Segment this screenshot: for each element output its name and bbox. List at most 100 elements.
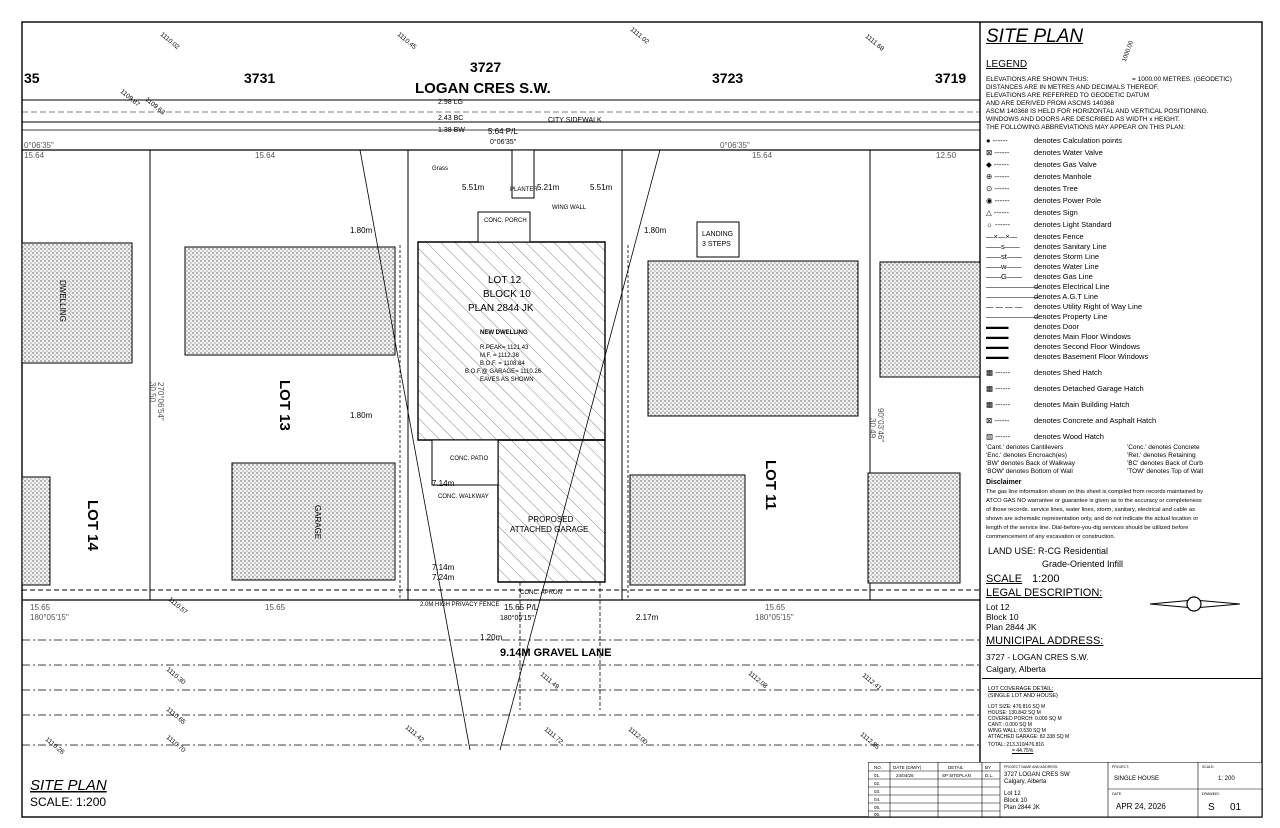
side-dim-2: 270°06'54" bbox=[156, 382, 165, 421]
second-floor-window-icon: ▬▬▬ bbox=[986, 341, 1009, 351]
main-floor-window-icon: ▬▬▬ bbox=[986, 331, 1009, 341]
depth-1: 5.51m bbox=[462, 183, 485, 192]
road-dim-bw: 1.38 BW bbox=[438, 127, 465, 134]
conc-apron-label: CONC. APRON bbox=[520, 590, 562, 596]
conc-patio bbox=[431, 439, 499, 486]
setback-2: 1.80m bbox=[350, 411, 373, 420]
address-3723: 3723 bbox=[712, 70, 743, 86]
abbrev-right: 'Conc.' denotes Concrete bbox=[1127, 444, 1200, 451]
legend-item: ———————denotes A.G.T Line bbox=[986, 291, 1099, 301]
tb-row-no: 02. bbox=[874, 781, 880, 786]
legend-item: ▬▬▬denotes Door bbox=[986, 321, 1080, 331]
tb-row1-by: D.L. bbox=[985, 773, 993, 778]
tb-date: APR 24, 2026 bbox=[1116, 802, 1166, 811]
municipal-line: Calgary, Alberta bbox=[986, 664, 1046, 674]
coverage-sub: (SINGLE LOT AND HOUSE) bbox=[988, 693, 1058, 699]
legend-note: ASCM 140368 IS HELD FOR HORIZONTAL AND V… bbox=[986, 108, 1209, 115]
legend-item: — — — —denotes Utility Right of Way Line bbox=[986, 301, 1143, 311]
garage-lot-10 bbox=[867, 472, 961, 584]
spot-elevation: 1111.49 bbox=[539, 671, 561, 691]
coverage-total: TOTAL: 213.310/476.816 bbox=[988, 742, 1044, 748]
legend-note: ELEVATIONS ARE REFERRED TO GEODETIC DATU… bbox=[986, 92, 1150, 99]
depth-4: 7.14m bbox=[432, 479, 455, 488]
legend-item: ——st——denotes Storm Line bbox=[986, 251, 1100, 261]
depth-8: 1.20m bbox=[480, 633, 503, 642]
lane-lines bbox=[22, 599, 980, 746]
address-3731: 3731 bbox=[244, 70, 275, 86]
legend-item: ——w——denotes Water Line bbox=[986, 261, 1099, 271]
legend-heading: LEGEND bbox=[986, 59, 1028, 70]
garage-lot-13 bbox=[231, 462, 396, 581]
rear-bearing-1: 180°05'15" bbox=[30, 613, 69, 622]
depth-3: 5.51m bbox=[590, 183, 613, 192]
new-dwelling-label: NEW DWELLING bbox=[480, 330, 528, 336]
agt-line-icon: ——————— bbox=[986, 291, 1039, 301]
spot-elevation: 1110.02 bbox=[159, 31, 181, 51]
legend-panel: SITE PLAN LEGEND 1000.00 ELEVATIONS ARE … bbox=[982, 22, 1262, 817]
legend-item: ——G——denotes Gas Line bbox=[986, 271, 1093, 281]
garage-label: GARAGE bbox=[313, 505, 322, 539]
sign-icon: △ ------ bbox=[986, 207, 1009, 217]
coverage-line: COVERED PORCH: 0.000 SQ M bbox=[988, 716, 1062, 722]
coverage-line: WING WALL: 0.530 SQ M bbox=[988, 728, 1046, 734]
legend-item: ● ------denotes Calculation points bbox=[986, 135, 1122, 145]
front-bearing: 0°06'35" bbox=[490, 138, 517, 146]
gas-valve-icon: ◆ ------ bbox=[986, 159, 1009, 169]
coverage-heading: LOT COVERAGE DETAIL: bbox=[988, 686, 1054, 692]
spot-elevation: 1110.30 bbox=[165, 666, 187, 686]
main-building-hatch-icon: ▩ ------ bbox=[986, 399, 1011, 409]
legend-item: ◉ ------denotes Power Pole bbox=[986, 195, 1102, 205]
tb-project-line: Block 10 bbox=[1004, 798, 1028, 804]
spot-elevation: 1111.02 bbox=[629, 26, 651, 46]
abbrev-left: 'Enc.' denotes Encroach(es) bbox=[986, 452, 1067, 459]
utility-row-icon: — — — — bbox=[986, 301, 1023, 311]
footer-scale: SCALE: 1:200 bbox=[30, 795, 106, 809]
legal-line: Plan 2844 JK bbox=[986, 622, 1037, 632]
land-use: LAND USE: R-CG Residential bbox=[988, 546, 1109, 556]
scale-value: 1:200 bbox=[1032, 573, 1060, 585]
coverage-divider bbox=[982, 678, 1262, 679]
privacy-fences bbox=[399, 245, 629, 600]
abbrev-right: 'TOW' denotes Top of Wall bbox=[1127, 468, 1204, 475]
road-dim-lg: 2.98 LG bbox=[438, 99, 463, 106]
tb-scale-label: SCALE: bbox=[1202, 765, 1214, 769]
power-pole-icon: ◉ ------ bbox=[986, 195, 1010, 205]
legend-item: ———————denotes Electrical Line bbox=[986, 281, 1110, 291]
planter-label: PLANTER bbox=[510, 187, 538, 193]
tb-project-label: PROJECT NAME AND ADDRESS: bbox=[1004, 765, 1058, 769]
legend-note: AND ARE DERIVED FROM ASCMS 140368 bbox=[986, 100, 1115, 107]
legend-item: ◆ ------denotes Gas Valve bbox=[986, 159, 1097, 169]
address-3719: 3719 bbox=[935, 70, 966, 86]
legend-item: ▬▬▬denotes Main Floor Windows bbox=[986, 331, 1131, 341]
elevation-bof-garage: B.O.F.@ GARAGE= 1110.26 bbox=[465, 369, 542, 375]
legend-note: ELEVATIONS ARE SHOWN THUS: bbox=[986, 76, 1089, 83]
tb-header-by: BY bbox=[985, 765, 991, 770]
disclaimer-line: ATCO GAS NO warrantee or guarantee is gi… bbox=[986, 498, 1202, 504]
setback-3: 1.80m bbox=[644, 226, 667, 235]
water-valve-icon: ⊠ ------ bbox=[986, 147, 1010, 157]
elevation-example: = 1000.00 METRES. (GEODETIC) bbox=[1132, 76, 1232, 83]
depth-6: 7.24m bbox=[432, 573, 455, 582]
shed-hatch-icon: ▩ ------ bbox=[986, 367, 1011, 377]
tb-row-no: 05. bbox=[874, 805, 880, 810]
rear-dim-3: 15.65 bbox=[765, 603, 786, 612]
disclaimer-line: shown are schematic representation only,… bbox=[986, 516, 1199, 522]
eaves-label: EAVES AS SHOWN bbox=[480, 377, 534, 383]
address-3727: 3727 bbox=[470, 59, 501, 75]
fence-icon: —×—×— bbox=[986, 231, 1018, 241]
depth-7: 2.17m bbox=[636, 613, 659, 622]
tb-row-no: 06. bbox=[874, 812, 880, 817]
front-bearing-1: 0°06'35" bbox=[24, 141, 54, 150]
address-35: 35 bbox=[24, 70, 40, 86]
garage-lot-14 bbox=[21, 476, 51, 586]
disclaimer-line: of those records. service lines, water l… bbox=[986, 507, 1195, 513]
lane-name: 9.14M GRAVEL LANE bbox=[500, 647, 611, 659]
elevation-rotated: 1000.00 bbox=[1121, 40, 1135, 63]
road-dim-bc: 2.43 BC bbox=[438, 115, 463, 122]
legend-item: —×—×—denotes Fence bbox=[986, 231, 1084, 241]
spot-elevation: 1112.08 bbox=[747, 670, 769, 690]
panel-title: SITE PLAN bbox=[986, 26, 1084, 47]
spot-elevation: 1111.42 bbox=[404, 724, 426, 744]
disclaimer-line: length of the service line. Dial-before-… bbox=[986, 525, 1189, 531]
